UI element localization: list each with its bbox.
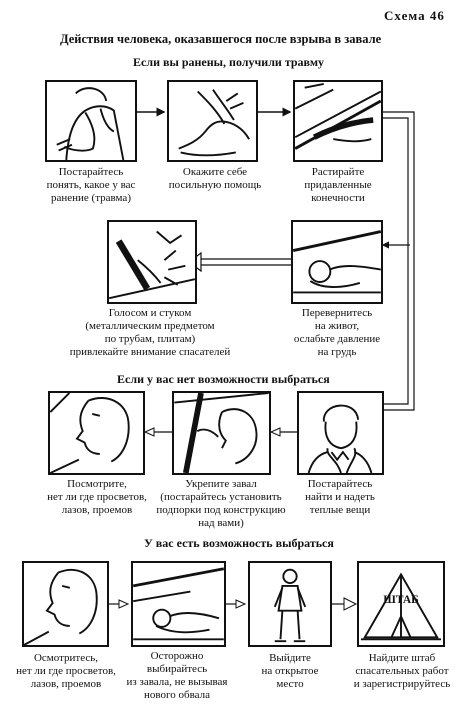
caption-signal: Голосом и стуком(металлическим предметом…	[69, 307, 231, 358]
illustration-knocking-signal	[107, 220, 197, 304]
arrow-7	[226, 599, 247, 609]
arrow-3	[188, 251, 291, 273]
illustration-reinforce	[172, 391, 271, 475]
right-connector	[381, 111, 415, 411]
caption-look-around-1: Посмотрите,нет ли где просветов,лазов, п…	[47, 478, 147, 516]
illustration-look-for-gaps-1	[48, 391, 145, 475]
illustration-warm-clothes	[297, 391, 384, 475]
arrow-4	[269, 427, 297, 437]
illustration-exit-open	[248, 561, 332, 647]
arrow-5	[143, 427, 172, 437]
arrow-6	[109, 599, 130, 609]
illustration-hq-tent: ШТАБ	[357, 561, 445, 647]
page-title: Действия человека, оказавшегося после вз…	[60, 32, 382, 46]
illustration-climb-out	[131, 561, 226, 647]
illustration-look-for-gaps-2	[22, 561, 109, 647]
caption-look-around-2: Осмотритесь,нет ли где просветов,лазов, …	[16, 652, 116, 690]
section-can-exit: У вас есть возможность выбраться	[144, 536, 334, 550]
section-injured: Если вы ранены, получили травму	[133, 55, 325, 69]
hq-sign: ШТАБ	[383, 594, 418, 606]
scheme-label: Схема 46	[384, 8, 445, 23]
section-no-exit: Если у вас нет возможности выбраться	[117, 372, 330, 386]
illustration-injured-arm	[45, 80, 137, 162]
illustration-lie-on-stomach	[291, 220, 383, 304]
illustration-self-help	[167, 80, 258, 162]
arrow-8	[332, 597, 358, 611]
illustration-crushed-limbs	[293, 80, 383, 162]
